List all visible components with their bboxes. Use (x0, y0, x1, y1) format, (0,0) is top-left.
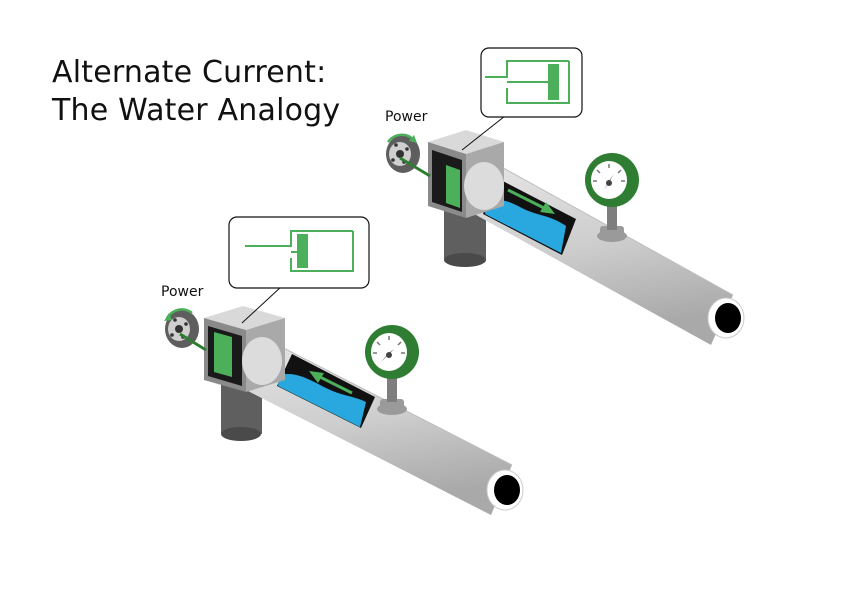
pump-unit-2: Power (161, 216, 524, 515)
page-title: Alternate Current: The Water Analogy (52, 54, 340, 130)
pressure-gauge-icon (365, 325, 419, 415)
title-line-1: Alternate Current: (52, 55, 327, 90)
flow-arrow-forward (507, 188, 555, 214)
pipe-cutaway (483, 178, 576, 255)
water (278, 374, 366, 427)
pipe-cutaway (277, 354, 375, 428)
title-line-2: The Water Analogy (52, 93, 341, 128)
piston-schematic-icon (228, 216, 370, 324)
pump-box (428, 130, 504, 218)
motor-wheel-icon (386, 133, 431, 178)
flow-arrow-reverse (309, 371, 353, 395)
motor-wheel-icon (164, 308, 207, 352)
piston (214, 332, 232, 377)
water (485, 200, 566, 253)
piston-schematic-icon (461, 47, 583, 151)
piston (446, 165, 460, 208)
pressure-gauge-icon (585, 153, 639, 242)
pump-box (204, 306, 285, 392)
pump-unit-1: Power (385, 47, 745, 345)
power-label: Power (385, 109, 428, 125)
power-label: Power (161, 284, 204, 300)
